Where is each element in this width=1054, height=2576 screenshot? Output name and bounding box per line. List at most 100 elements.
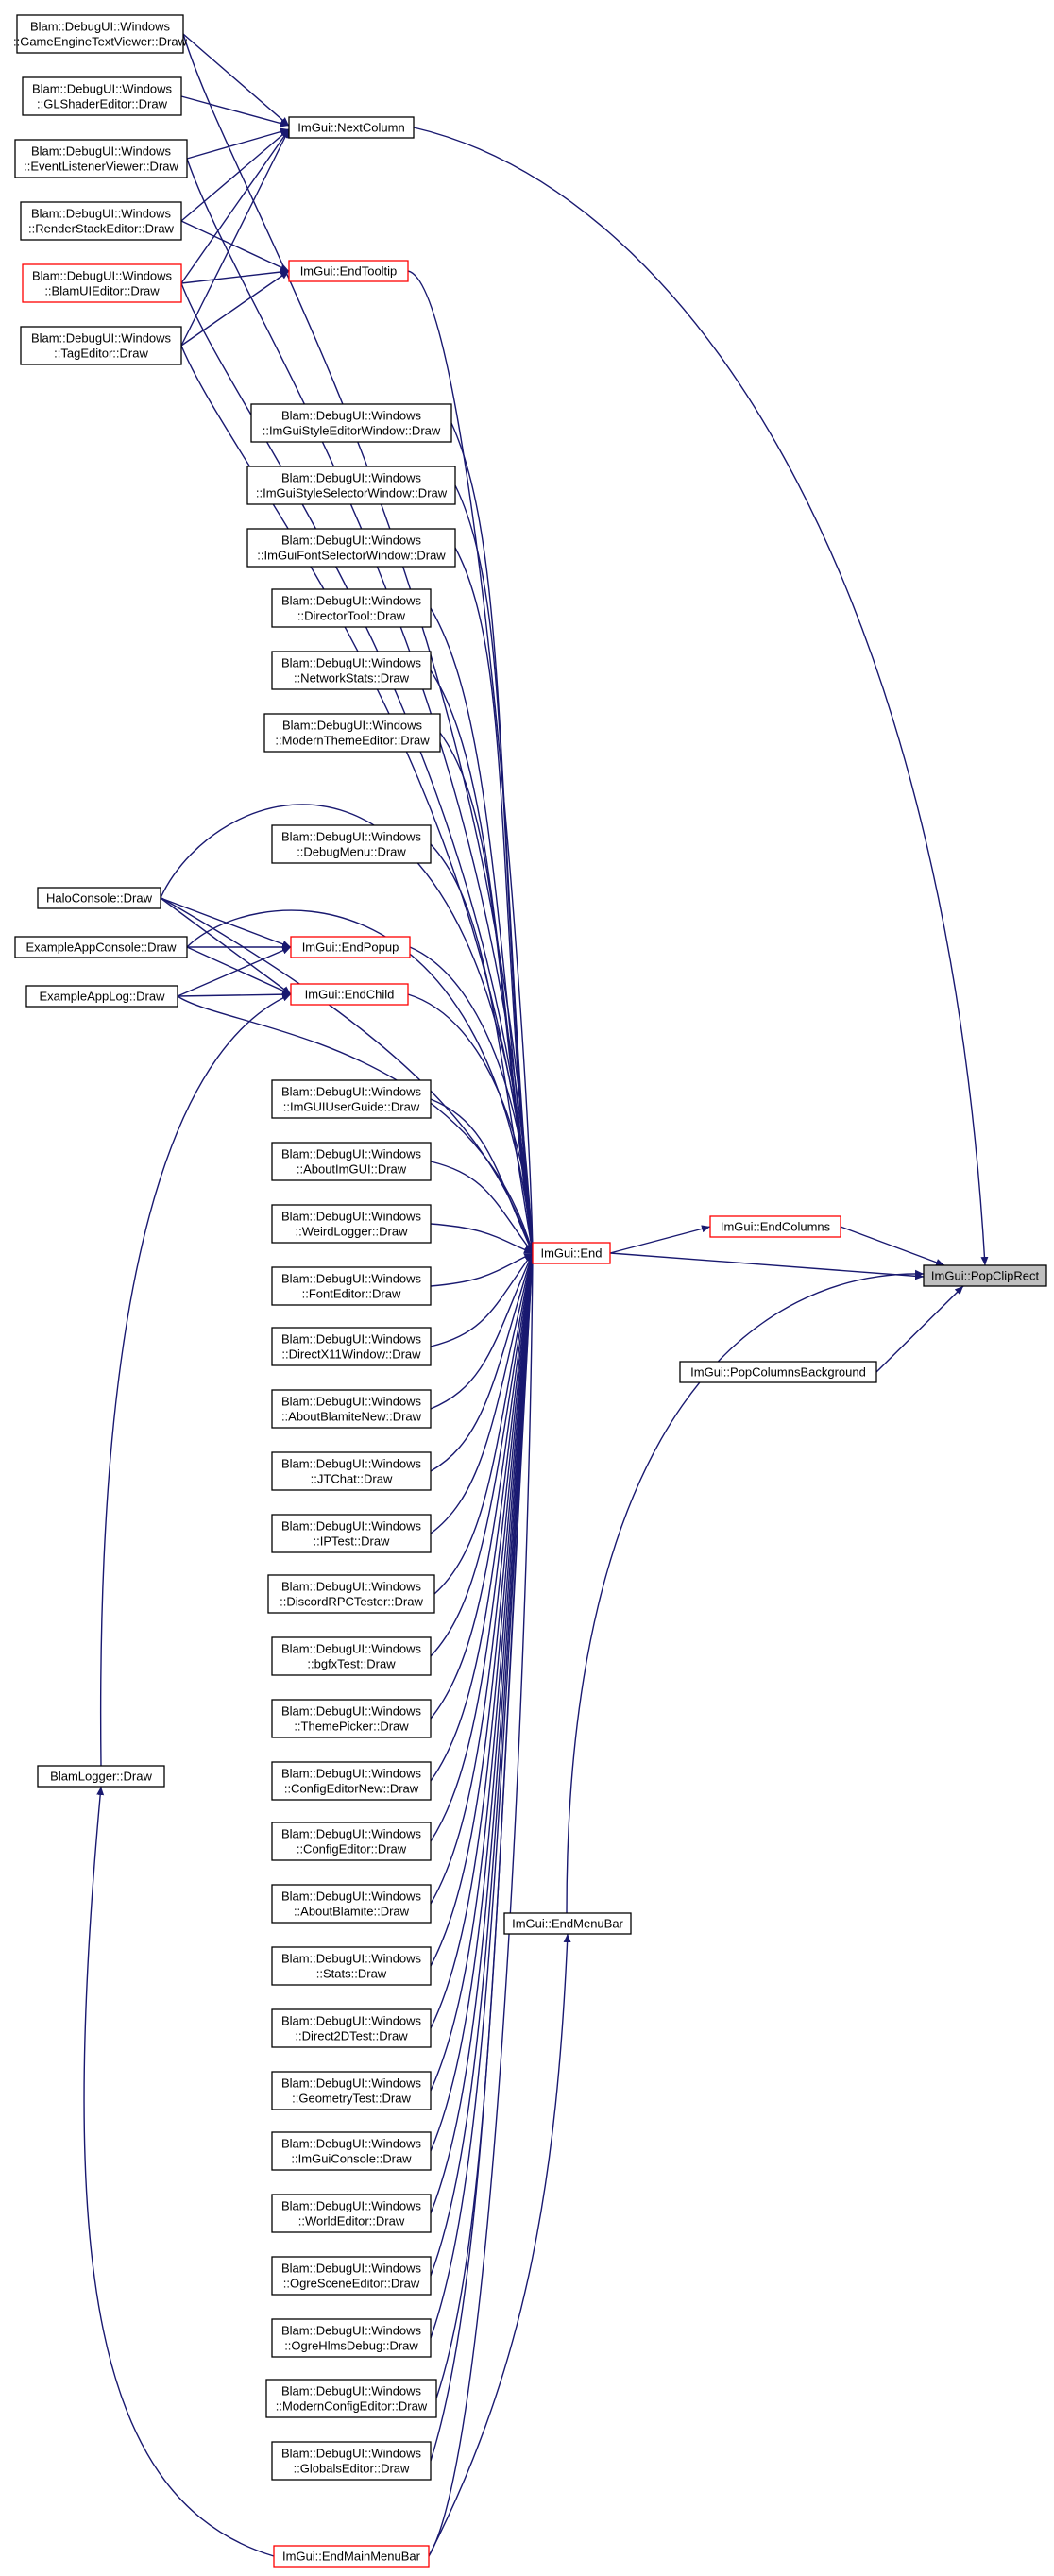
- edge-n_fontsel-end: [454, 547, 536, 1254]
- node-box: [14, 936, 188, 958]
- node-label: ::ConfigEditorNew::Draw: [284, 1782, 419, 1796]
- edge-n_evlv-nextcolumn: [186, 127, 290, 160]
- node-blamlog[interactable]: BlamLogger::Draw: [37, 1765, 165, 1788]
- node-glsh[interactable]: Blam::DebugUI::Windows::GLShaderEditor::…: [22, 76, 182, 116]
- node-endmb[interactable]: ImGui::EndMenuBar: [503, 1912, 632, 1935]
- node-box: [271, 1636, 432, 1676]
- node-label: Blam::DebugUI::Windows: [281, 2076, 422, 2091]
- node-stsel[interactable]: Blam::DebugUI::Windows::ImGuiStyleSelect…: [246, 466, 456, 505]
- node-jtchat[interactable]: Blam::DebugUI::Windows::JTChat::Draw: [271, 1451, 432, 1491]
- node-abnew[interactable]: Blam::DebugUI::Windows::AboutBlamiteNew:…: [271, 1389, 432, 1429]
- edge-n_dx11-end: [430, 1252, 534, 1347]
- node-dx11[interactable]: Blam::DebugUI::Windows::DirectX11Window:…: [271, 1327, 432, 1366]
- node-globals[interactable]: Blam::DebugUI::Windows::GlobalsEditor::D…: [271, 2441, 432, 2481]
- node-label: Blam::DebugUI::Windows: [281, 534, 422, 548]
- node-popbg[interactable]: ImGui::PopColumnsBackground: [679, 1361, 877, 1383]
- node-tag[interactable]: Blam::DebugUI::Windows::TagEditor::Draw: [20, 326, 182, 365]
- node-label: ::GameEngineTextViewer::Draw: [13, 35, 188, 49]
- node-evlv[interactable]: Blam::DebugUI::Windows::EventListenerVie…: [14, 139, 188, 178]
- node-label: ::ConfigEditor::Draw: [297, 1842, 407, 1856]
- node-endchild[interactable]: ImGui::EndChild: [290, 983, 409, 1006]
- node-box: [271, 2318, 432, 2358]
- node-label: ImGui::EndMenuBar: [512, 1917, 623, 1931]
- edge-n_rstk-nextcolumn: [180, 128, 290, 222]
- node-bui[interactable]: Blam::DebugUI::Windows::BlamUIEditor::Dr…: [22, 263, 182, 303]
- node-end[interactable]: ImGui::End: [532, 1242, 611, 1264]
- node-endmmb[interactable]: ImGui::EndMainMenuBar: [273, 2545, 430, 2568]
- edge-n_font-end: [430, 1252, 534, 1287]
- node-gettv[interactable]: Blam::DebugUI::Windows::GameEngineTextVi…: [13, 14, 188, 54]
- node-theme[interactable]: Blam::DebugUI::Windows::ThemePicker::Dra…: [271, 1699, 432, 1738]
- node-aboutig[interactable]: Blam::DebugUI::Windows::AboutImGUI::Draw: [271, 1142, 432, 1181]
- node-label: Blam::DebugUI::Windows: [31, 144, 172, 159]
- node-label: ::DirectorTool::Draw: [298, 609, 406, 623]
- node-cfg[interactable]: Blam::DebugUI::Windows::ConfigEditor::Dr…: [271, 1822, 432, 1861]
- edge-n_tag-nextcolumn: [180, 128, 290, 347]
- edge-endpopup-end: [409, 946, 536, 1254]
- node-box: [271, 2441, 432, 2481]
- node-ogrehlms[interactable]: Blam::DebugUI::Windows::OgreHlmsDebug::D…: [271, 2318, 432, 2358]
- node-geom[interactable]: Blam::DebugUI::Windows::GeometryTest::Dr…: [271, 2071, 432, 2110]
- node-iptest[interactable]: Blam::DebugUI::Windows::IPTest::Draw: [271, 1514, 432, 1553]
- node-halocon[interactable]: HaloConsole::Draw: [37, 887, 162, 909]
- node-popclip[interactable]: ImGui::PopClipRect: [923, 1264, 1047, 1287]
- node-box: [37, 1765, 165, 1788]
- node-box: [271, 2131, 432, 2171]
- node-font[interactable]: Blam::DebugUI::Windows::FontEditor::Draw: [271, 1266, 432, 1306]
- node-nextcol[interactable]: ImGui::NextColumn: [288, 116, 415, 139]
- node-guide[interactable]: Blam::DebugUI::Windows::ImGUIUserGuide::…: [271, 1079, 432, 1119]
- node-label: ::OgreHlmsDebug::Draw: [284, 2339, 418, 2353]
- node-stats[interactable]: Blam::DebugUI::Windows::Stats::Draw: [271, 1946, 432, 1986]
- node-fontsel[interactable]: Blam::DebugUI::Windows::ImGuiFontSelecto…: [246, 528, 456, 568]
- node-box: [271, 2194, 432, 2233]
- node-label: Blam::DebugUI::Windows: [281, 1642, 422, 1656]
- node-netst[interactable]: Blam::DebugUI::Windows::NetworkStats::Dr…: [271, 651, 432, 690]
- node-label: Blam::DebugUI::Windows: [281, 2262, 422, 2276]
- node-rstk[interactable]: Blam::DebugUI::Windows::RenderStackEdito…: [20, 201, 182, 241]
- node-label: Blam::DebugUI::Windows: [281, 1395, 422, 1409]
- node-igcon[interactable]: Blam::DebugUI::Windows::ImGuiConsole::Dr…: [271, 2131, 432, 2171]
- node-endcols[interactable]: ImGui::EndColumns: [709, 1215, 842, 1238]
- node-weird[interactable]: Blam::DebugUI::Windows::WeirdLogger::Dra…: [271, 1204, 432, 1244]
- node-world[interactable]: Blam::DebugUI::Windows::WorldEditor::Dra…: [271, 2194, 432, 2233]
- node-label: ::WorldEditor::Draw: [298, 2214, 405, 2229]
- node-about[interactable]: Blam::DebugUI::Windows::AboutBlamite::Dr…: [271, 1884, 432, 1924]
- node-box: [271, 1884, 432, 1924]
- node-label: Blam::DebugUI::Windows: [281, 1827, 422, 1841]
- node-ogrescn[interactable]: Blam::DebugUI::Windows::OgreSceneEditor:…: [271, 2256, 432, 2296]
- node-stedit[interactable]: Blam::DebugUI::Windows::ImGuiStyleEditor…: [250, 403, 452, 443]
- node-d2d[interactable]: Blam::DebugUI::Windows::Direct2DTest::Dr…: [271, 2008, 432, 2048]
- node-box: [250, 403, 452, 443]
- node-box: [246, 466, 456, 505]
- node-excon[interactable]: ExampleAppConsole::Draw: [14, 936, 188, 958]
- node-label: ImGui::EndMainMenuBar: [282, 2550, 421, 2564]
- node-label: ::GeometryTest::Draw: [292, 2092, 411, 2106]
- node-label: ImGui::PopClipRect: [931, 1269, 1040, 1283]
- node-cfgnew[interactable]: Blam::DebugUI::Windows::ConfigEditorNew:…: [271, 1761, 432, 1801]
- edge-n_stats-end: [430, 1252, 536, 1967]
- node-label: ImGui::EndChild: [305, 988, 395, 1002]
- node-label: Blam::DebugUI::Windows: [281, 1704, 422, 1719]
- node-label: Blam::DebugUI::Windows: [32, 269, 173, 283]
- node-dirtool[interactable]: Blam::DebugUI::Windows::DirectorTool::Dr…: [271, 588, 432, 628]
- node-box: [20, 201, 182, 241]
- node-modcfg[interactable]: Blam::DebugUI::Windows::ModernConfigEdit…: [265, 2379, 437, 2418]
- node-dbgmenu[interactable]: Blam::DebugUI::Windows::DebugMenu::Draw: [271, 824, 432, 864]
- node-bgfx[interactable]: Blam::DebugUI::Windows::bgfxTest::Draw: [271, 1636, 432, 1676]
- node-label: ::ImGuiConsole::Draw: [291, 2152, 412, 2166]
- node-box: [679, 1361, 877, 1383]
- node-label: ::AboutImGUI::Draw: [297, 1162, 407, 1177]
- node-modth[interactable]: Blam::DebugUI::Windows::ModernThemeEdito…: [264, 713, 441, 753]
- node-endtt[interactable]: ImGui::EndTooltip: [288, 260, 409, 282]
- node-label: Blam::DebugUI::Windows: [281, 1890, 422, 1904]
- node-label: Blam::DebugUI::Windows: [281, 2324, 422, 2338]
- node-exlog[interactable]: ExampleAppLog::Draw: [26, 985, 178, 1008]
- edge-n_bgfx-end: [430, 1252, 536, 1657]
- node-label: BlamLogger::Draw: [50, 1770, 152, 1784]
- node-box: [246, 528, 456, 568]
- node-box: [16, 14, 184, 54]
- node-discord[interactable]: Blam::DebugUI::Windows::DiscordRPCTester…: [267, 1574, 435, 1614]
- node-label: Blam::DebugUI::Windows: [281, 2137, 422, 2151]
- node-box: [271, 1699, 432, 1738]
- node-endpop[interactable]: ImGui::EndPopup: [290, 936, 411, 958]
